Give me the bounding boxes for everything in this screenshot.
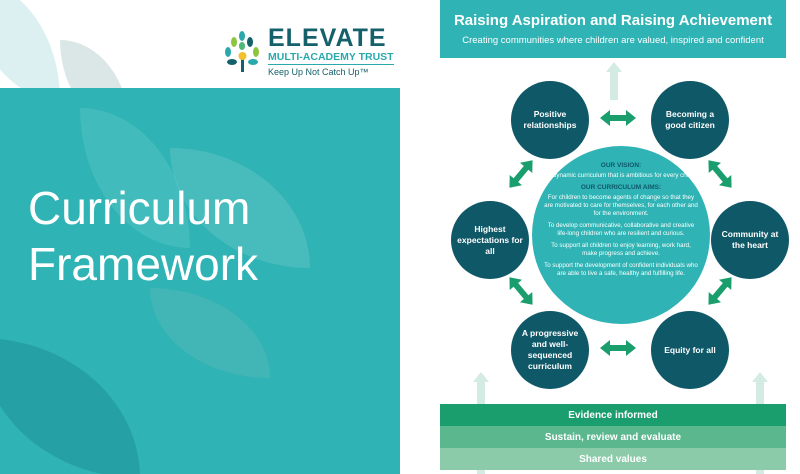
cover-title: Curriculum Framework xyxy=(28,180,258,292)
brand-subtitle: MULTI-ACADEMY TRUST xyxy=(268,51,394,65)
aim-item: For children to become agents of change … xyxy=(544,194,698,217)
band-shared-values: Shared values xyxy=(440,448,786,470)
elevate-logo: ELEVATE MULTI-ACADEMY TRUST Keep Up Not … xyxy=(222,26,394,77)
leaf-decoration xyxy=(0,0,60,100)
brand-name: ELEVATE xyxy=(268,24,387,52)
vision-circle: OUR VISION: A dynamic curriculum that is… xyxy=(532,146,710,324)
framework-diagram: Raising Aspiration and Raising Achieveme… xyxy=(440,0,789,474)
tree-icon xyxy=(225,30,259,72)
leaf-decoration xyxy=(150,288,270,378)
node-progressive-curriculum: A progressive and well-sequenced curricu… xyxy=(511,311,589,389)
aim-item: To support all children to enjoy learnin… xyxy=(551,242,691,257)
brand-tagline: Keep Up Not Catch Up™ xyxy=(268,67,369,77)
node-good-citizen: Becoming a good citizen xyxy=(651,81,729,159)
node-community: Community at the heart xyxy=(711,201,789,279)
cover-background xyxy=(0,88,400,474)
aim-item: To support the development of confident … xyxy=(544,262,698,277)
header-title: Raising Aspiration and Raising Achieveme… xyxy=(453,12,773,29)
header-subtitle: Creating communities where children are … xyxy=(462,35,764,46)
aim-item: To develop communicative, collaborative … xyxy=(547,222,695,237)
node-equity: Equity for all xyxy=(651,311,729,389)
leaf-decoration xyxy=(0,338,140,474)
title-line: Curriculum xyxy=(28,182,251,234)
aims-heading: OUR CURRICULUM AIMS: xyxy=(580,184,662,191)
vision-text: A dynamic curriculum that is ambitious f… xyxy=(547,172,695,179)
node-positive-relationships: Positive relationships xyxy=(511,81,589,159)
band-evidence: Evidence informed xyxy=(440,404,786,426)
node-high-expectations: Highest expectations for all xyxy=(451,201,529,279)
vision-heading: OUR VISION: xyxy=(600,162,642,169)
diagram-header: Raising Aspiration and Raising Achieveme… xyxy=(440,0,786,58)
cover-panel: ELEVATE MULTI-ACADEMY TRUST Keep Up Not … xyxy=(0,0,400,474)
title-line: Framework xyxy=(28,238,259,290)
band-sustain: Sustain, review and evaluate xyxy=(440,426,786,448)
